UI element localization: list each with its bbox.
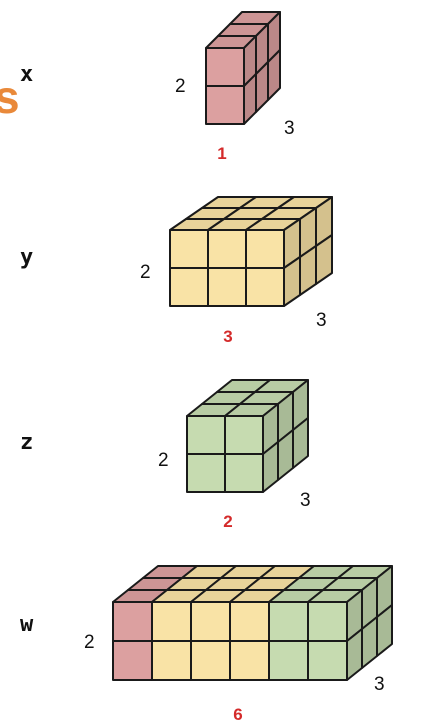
tensor-z-count: 2 xyxy=(223,512,233,531)
cube-front-face xyxy=(229,640,270,681)
cube-front-face xyxy=(169,229,209,269)
cube-front-face xyxy=(268,601,309,642)
cube-front-face xyxy=(224,453,264,493)
cube-front-face xyxy=(268,640,309,681)
cube-front-face xyxy=(245,267,285,307)
tensor-w-name: w xyxy=(20,612,34,637)
cube-front-face xyxy=(190,640,231,681)
cube-front-face xyxy=(151,640,192,681)
tensor-x-depth-label: 3 xyxy=(284,118,295,139)
tensor-z-depth-label: 3 xyxy=(300,490,311,511)
cube-front-face xyxy=(224,415,264,455)
cube-front-face xyxy=(169,267,209,307)
tensor-w-height-label: 2 xyxy=(84,632,95,653)
tensor-z-height-label: 2 xyxy=(158,450,169,471)
tensor-z-name: z xyxy=(20,430,34,455)
tensor-y-height-label: 2 xyxy=(140,262,151,283)
cube-front-face xyxy=(207,267,247,307)
tensor-x-height-label: 2 xyxy=(175,76,186,97)
tensor-y-name: y xyxy=(20,245,34,270)
cube-front-face xyxy=(186,453,226,493)
cube-front-face xyxy=(229,601,270,642)
cube-front-face xyxy=(205,47,245,87)
cube-front-face xyxy=(186,415,226,455)
cube-front-face xyxy=(151,601,192,642)
tensor-x-name: x xyxy=(20,62,34,87)
cube-front-face xyxy=(307,640,348,681)
cropped-title-letter: s xyxy=(0,71,20,123)
tensor-y-depth-label: 3 xyxy=(316,310,327,331)
cube-front-face xyxy=(112,601,153,642)
cube-front-face xyxy=(207,229,247,269)
tensor-w-depth-label: 3 xyxy=(374,674,385,695)
cube-front-face xyxy=(307,601,348,642)
cube-front-face xyxy=(245,229,285,269)
tensor-y-count: 3 xyxy=(223,327,233,346)
cube-front-face xyxy=(205,85,245,125)
cube-front-face xyxy=(190,601,231,642)
cube-front-face xyxy=(112,640,153,681)
tensor-x-count: 1 xyxy=(217,144,227,163)
tensor-w-count: 6 xyxy=(233,705,243,724)
